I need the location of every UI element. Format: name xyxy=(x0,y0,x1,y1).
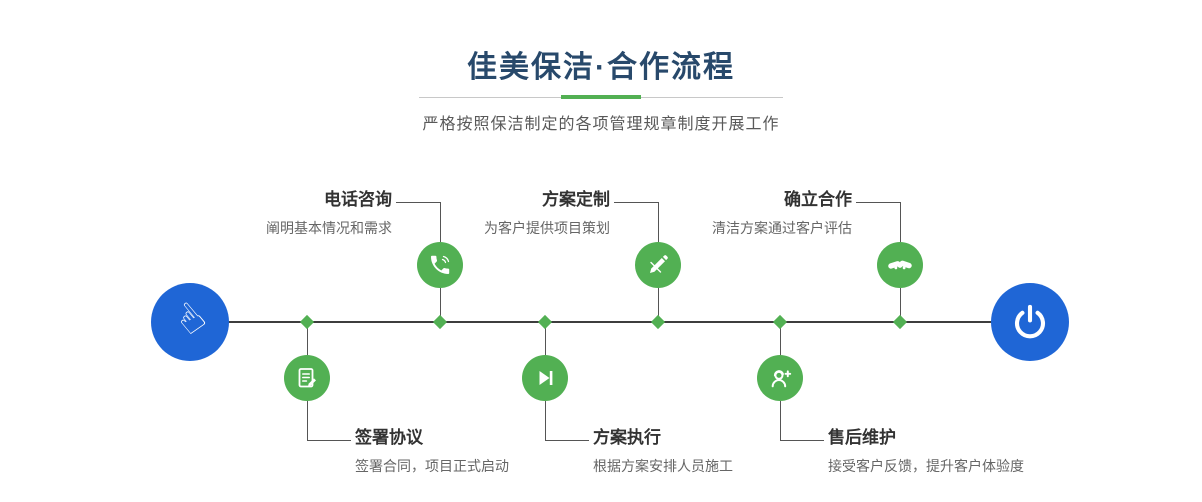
connector-line xyxy=(307,401,308,441)
connector-line xyxy=(780,322,781,355)
connector-line xyxy=(440,202,441,242)
play-next-icon xyxy=(539,371,553,385)
timeline-node-diamond xyxy=(772,314,788,330)
connector-line xyxy=(545,322,546,355)
step-label-design: 方案定制 为客户提供项目策划 xyxy=(484,190,610,237)
timeline-node-diamond xyxy=(432,314,448,330)
connector-line xyxy=(545,401,546,441)
headset-plus-icon xyxy=(771,369,791,387)
step-node-contract xyxy=(284,355,330,401)
timeline-node-diamond xyxy=(650,314,666,330)
step-desc: 接受客户反馈，提升客户体验度 xyxy=(828,458,1024,474)
timeline-node-diamond xyxy=(892,314,908,330)
step-node-cooperation xyxy=(877,242,923,288)
page-title: 佳美保洁·合作流程 xyxy=(467,51,735,84)
connector-line xyxy=(900,202,901,242)
step-label-contract: 签署协议 签署合同，项目正式启动 xyxy=(355,428,509,475)
step-desc: 签署合同，项目正式启动 xyxy=(355,458,509,474)
connector-line xyxy=(307,322,308,355)
step-title: 售后维护 xyxy=(828,428,896,447)
step-label-execute: 方案执行 根据方案安排人员施工 xyxy=(593,428,733,475)
step-title: 签署协议 xyxy=(355,428,423,447)
step-desc: 为客户提供项目策划 xyxy=(484,220,610,236)
step-title: 电话咨询 xyxy=(324,190,392,209)
connector-line xyxy=(658,288,659,322)
connector-line xyxy=(307,440,351,441)
connector-line xyxy=(856,202,900,203)
step-title: 方案定制 xyxy=(542,190,610,209)
flow-end-node xyxy=(991,283,1069,361)
step-desc: 根据方案安排人员施工 xyxy=(593,458,733,474)
step-node-aftersales xyxy=(757,355,803,401)
connector-line xyxy=(658,202,659,242)
connector-line xyxy=(900,288,901,322)
hand-pointer-icon: ☝ xyxy=(166,294,214,344)
connector-line xyxy=(614,202,658,203)
timeline-node-diamond xyxy=(299,314,315,330)
step-node-phone xyxy=(417,242,463,288)
step-label-phone: 电话咨询 阐明基本情况和需求 xyxy=(266,190,392,237)
step-node-execute xyxy=(522,355,568,401)
connector-line xyxy=(440,288,441,322)
step-title: 方案执行 xyxy=(593,428,661,447)
connector-line xyxy=(396,202,440,203)
step-node-design xyxy=(635,242,681,288)
title-divider-accent xyxy=(561,95,641,99)
contract-icon xyxy=(298,368,316,388)
page-subtitle: 严格按照保洁制定的各项管理规章制度开展工作 xyxy=(422,116,780,133)
timeline-node-diamond xyxy=(537,314,553,330)
connector-line xyxy=(545,440,589,441)
step-label-aftersales: 售后维护 接受客户反馈，提升客户体验度 xyxy=(828,428,1024,475)
step-label-cooperation: 确立合作 清洁方案通过客户评估 xyxy=(712,190,852,237)
power-icon xyxy=(1014,304,1046,339)
connector-line xyxy=(780,401,781,441)
step-desc: 阐明基本情况和需求 xyxy=(266,220,392,236)
handshake-icon xyxy=(888,260,912,270)
connector-line xyxy=(780,440,824,441)
flow-start-node: ☝ xyxy=(151,283,229,361)
phone-icon xyxy=(431,255,450,274)
step-desc: 清洁方案通过客户评估 xyxy=(712,220,852,236)
step-title: 确立合作 xyxy=(784,190,852,209)
timeline-line xyxy=(190,321,1030,323)
pencil-icon xyxy=(650,255,668,273)
